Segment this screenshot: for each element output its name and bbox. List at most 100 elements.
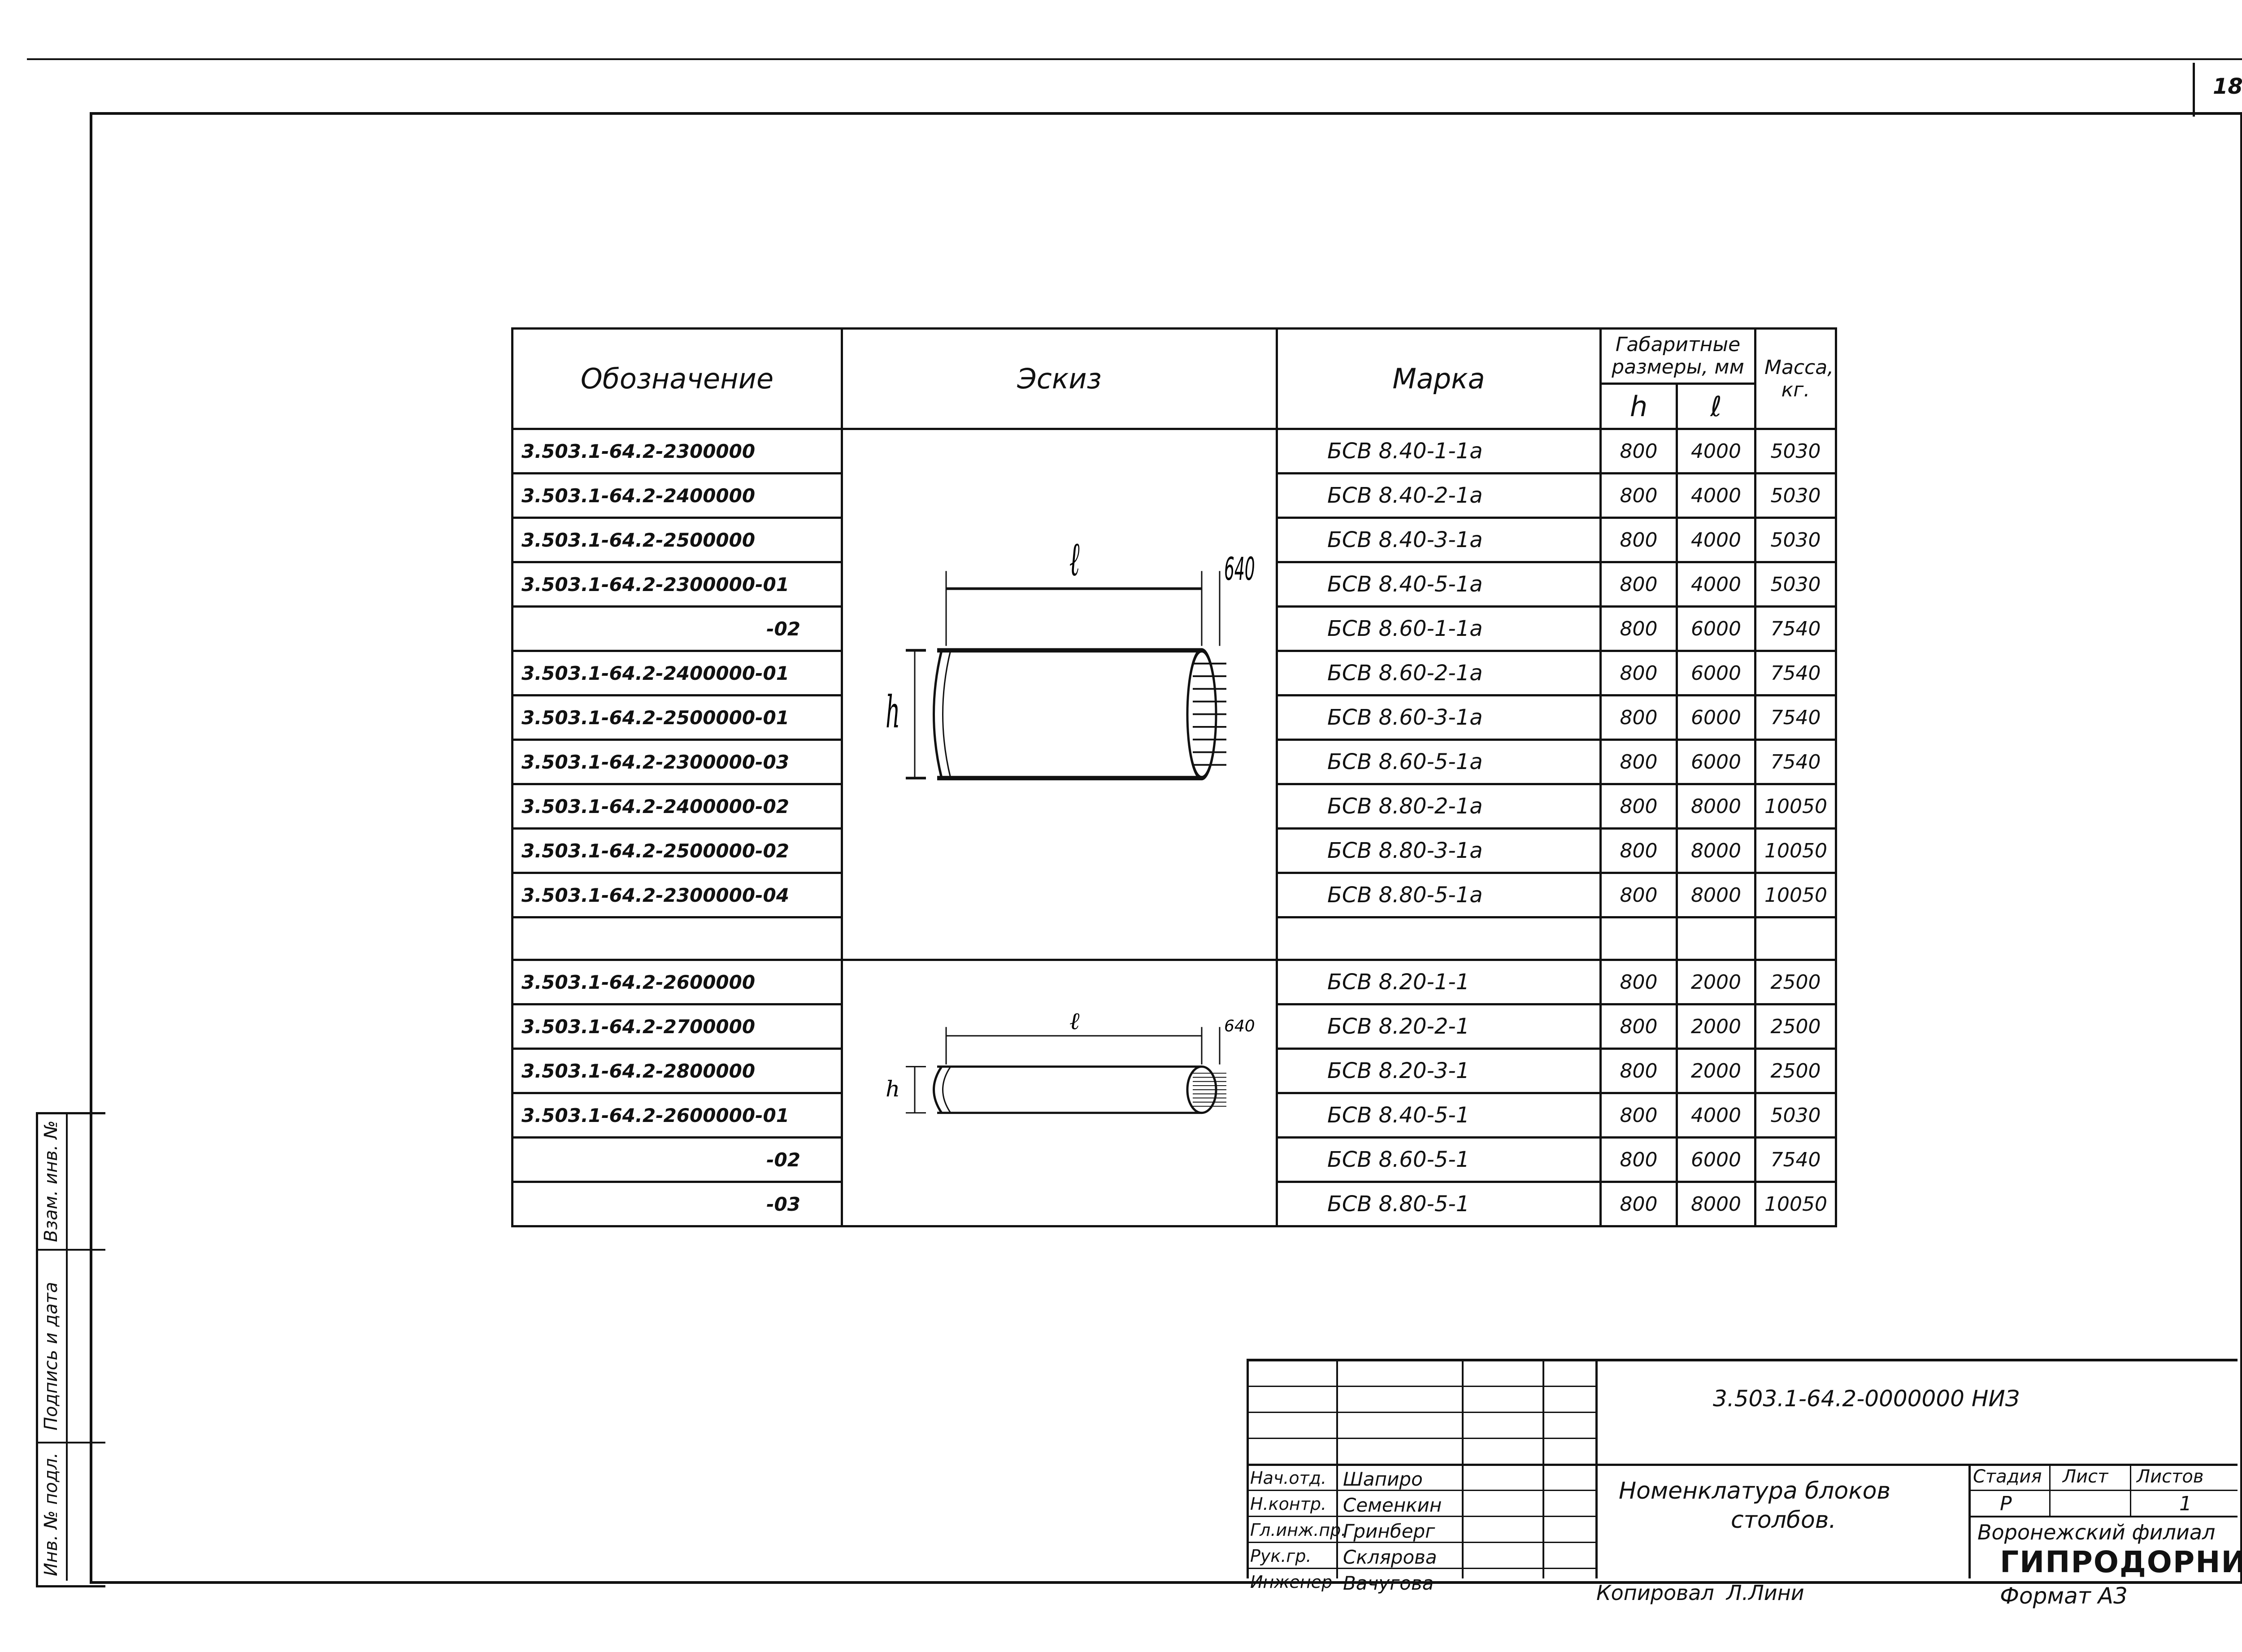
- title-line-1: Номенклатура блоков: [1619, 1478, 1891, 1504]
- approval-role: Нач.отд.: [1250, 1468, 1327, 1488]
- copied-by-label: Копировал: [1596, 1581, 1714, 1605]
- h-cell: 800: [1599, 739, 1678, 785]
- designation-cell: 3.503.1-64.2-2500000-02: [511, 827, 843, 874]
- stage-header: Стадия: [1973, 1466, 2042, 1487]
- sketch-height-label: h: [886, 687, 900, 738]
- mass-cell: 7540: [1754, 694, 1837, 741]
- header-mass: Масса, кг.: [1754, 327, 1837, 430]
- l-cell: 4000: [1676, 517, 1756, 563]
- l-cell: 2000: [1676, 1048, 1756, 1094]
- mark-cell: БСВ 8.80-5-1а: [1276, 872, 1602, 918]
- mass-cell: 10050: [1754, 1181, 1837, 1227]
- sheets-header: Листов: [2137, 1466, 2204, 1487]
- page-number-box-left: [2193, 63, 2195, 117]
- h-cell: 800: [1599, 1003, 1678, 1050]
- designation-cell: 3.503.1-64.2-2800000: [511, 1048, 843, 1094]
- mass-cell: 5030: [1754, 561, 1837, 608]
- header-sketch: Эскиз: [841, 327, 1278, 430]
- mark-cell: БСВ 8.20-3-1: [1276, 1048, 1602, 1094]
- mark-cell: БСВ 8.60-2-1а: [1276, 650, 1602, 696]
- h-cell: 800: [1599, 1136, 1678, 1183]
- header-l: ℓ: [1676, 383, 1756, 430]
- l-cell: 2000: [1676, 1003, 1756, 1050]
- document-code: 3.503.1-64.2-0000000 НИЗ: [1713, 1386, 2020, 1412]
- l-cell: 4000: [1676, 472, 1756, 519]
- sheet-header: Лист: [2063, 1466, 2108, 1487]
- header-mass-line1: Масса,: [1764, 356, 1834, 379]
- designation-cell: 3.503.1-64.2-2600000: [511, 959, 843, 1005]
- mark-cell: БСВ 8.60-5-1: [1276, 1136, 1602, 1183]
- mass-cell: 7540: [1754, 739, 1837, 785]
- l-cell: 6000: [1676, 1136, 1756, 1183]
- l-cell: 4000: [1676, 561, 1756, 608]
- side-label-replace-inv: Взам. инв. №: [41, 1120, 61, 1242]
- mark-cell: БСВ 8.80-2-1а: [1276, 783, 1602, 830]
- mark-cell: БСВ 8.60-5-1а: [1276, 739, 1602, 785]
- org-line-2: ГИПРОДОРНИИ: [2000, 1545, 2242, 1579]
- blank-row: [511, 916, 1837, 961]
- mark-cell: БСВ 8.80-3-1а: [1276, 827, 1602, 874]
- mass-cell: 5030: [1754, 472, 1837, 519]
- mass-cell: 7540: [1754, 605, 1837, 652]
- h-cell: 800: [1599, 650, 1678, 696]
- org-line-1: Воронежский филиал: [1977, 1520, 2216, 1544]
- h-cell: 800: [1599, 1048, 1678, 1094]
- designation-cell: 3.503.1-64.2-2300000-01: [511, 561, 843, 608]
- sketch-height-label: h: [886, 1076, 900, 1101]
- h-cell: 800: [1599, 517, 1678, 563]
- mark-cell: БСВ 8.40-1-1а: [1276, 428, 1602, 474]
- title-block: 3.503.1-64.2-0000000 НИЗ Номенклатура бл…: [1247, 1359, 2242, 1594]
- mass-cell: 2500: [1754, 959, 1837, 1005]
- header-dimensions-line1: Габаритные: [1615, 333, 1741, 356]
- mass-cell: 10050: [1754, 783, 1837, 830]
- h-cell: 800: [1599, 959, 1678, 1005]
- mass-cell: 2500: [1754, 1048, 1837, 1094]
- drawing-frame: [90, 112, 2242, 1584]
- l-cell: 4000: [1676, 428, 1756, 474]
- designation-cell: 3.503.1-64.2-2300000: [511, 428, 843, 474]
- designation-cell: 3.503.1-64.2-2300000-03: [511, 739, 843, 785]
- top-trim-line: [27, 58, 2242, 60]
- header-mass-line2: кг.: [1781, 378, 1810, 401]
- side-label-inv-original: Инв. № подл.: [41, 1452, 61, 1576]
- mark-cell: БСВ 8.20-1-1: [1276, 959, 1602, 1005]
- header-designation: Обозначение: [511, 327, 843, 430]
- designation-cell: 3.503.1-64.2-2500000: [511, 517, 843, 563]
- sketch-diameter-label: 640: [1224, 551, 1255, 588]
- stage-value: Р: [2000, 1492, 2012, 1515]
- sheets-value: 1: [2179, 1492, 2192, 1515]
- mark-cell: БСВ 8.40-5-1а: [1276, 561, 1602, 608]
- mark-cell: БСВ 8.40-2-1а: [1276, 472, 1602, 519]
- mark-cell: БСВ 8.40-5-1: [1276, 1092, 1602, 1139]
- mark-cell: БСВ 8.60-3-1а: [1276, 694, 1602, 741]
- side-stamp: Взам. инв. № Подпись и дата Инв. № подл.: [36, 1112, 105, 1587]
- h-cell: 800: [1599, 472, 1678, 519]
- h-cell: 800: [1599, 428, 1678, 474]
- designation-cell: 3.503.1-64.2-2300000-04: [511, 872, 843, 918]
- approval-name: Шапиро: [1343, 1468, 1423, 1490]
- page-number: 18: [2213, 74, 2242, 99]
- mass-cell: 7540: [1754, 1136, 1837, 1183]
- approval-name: Вачугова: [1343, 1572, 1434, 1594]
- nomenclature-table: Обозначение Эскиз Марка Габаритные разме…: [511, 327, 1837, 1227]
- approval-name: Семенкин: [1343, 1494, 1442, 1516]
- l-cell: 6000: [1676, 650, 1756, 696]
- designation-cell: 3.503.1-64.2-2500000-01: [511, 694, 843, 741]
- copied-by-name: Л.Лини: [1726, 1581, 1804, 1605]
- h-cell: 800: [1599, 827, 1678, 874]
- approval-role: Рук.гр.: [1250, 1546, 1312, 1566]
- approval-name: Склярова: [1343, 1546, 1437, 1568]
- l-cell: 6000: [1676, 739, 1756, 785]
